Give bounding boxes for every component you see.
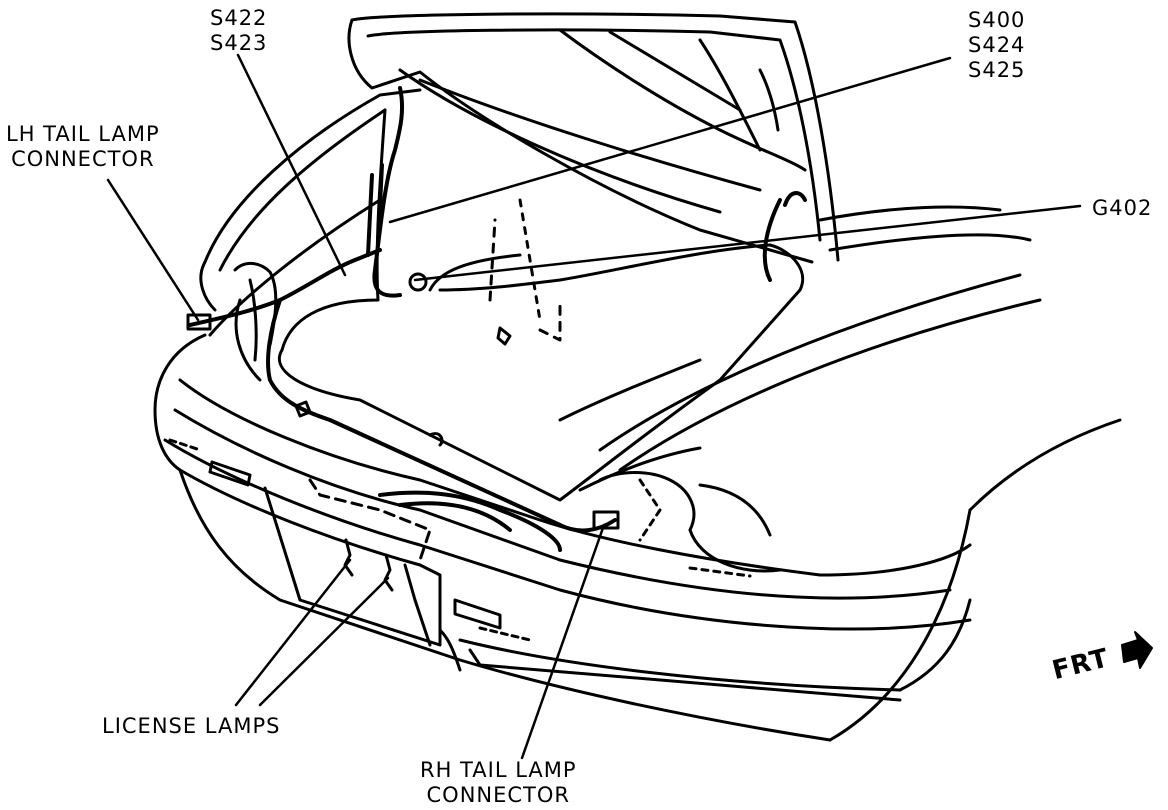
leader-lh-tail-lamp <box>106 178 200 322</box>
leader-g402 <box>413 204 1082 282</box>
label-rh-line2: CONNECTOR <box>426 783 571 807</box>
rh-quarter-panel <box>598 471 782 578</box>
label-s400-s424-s425: S400 S424 S425 <box>968 8 1025 83</box>
trunk-lid <box>347 12 840 264</box>
front-arrow-icon <box>1121 631 1153 669</box>
license-lamp-right-shape <box>383 553 394 592</box>
leader-s422-s423 <box>236 53 347 277</box>
label-s422-s423: S422 S423 <box>210 6 267 56</box>
leader-s400-s424-s425 <box>388 56 952 224</box>
label-lh-line1: LH TAIL LAMP <box>6 122 160 146</box>
leader-license-lamp-right <box>258 576 390 707</box>
label-s422: S422 <box>210 6 268 30</box>
rh-tail-lamp-connector-shape <box>592 510 620 530</box>
label-s400: S400 <box>968 8 1026 32</box>
harness-components <box>186 272 620 592</box>
trunk-opening <box>203 88 1042 502</box>
label-s423: S423 <box>210 31 268 55</box>
label-rh-tail-lamp-connector: RH TAIL LAMP CONNECTOR <box>420 758 577 808</box>
leader-license-lamp-left <box>234 558 352 707</box>
label-lh-tail-lamp-connector: LH TAIL LAMP CONNECTOR <box>6 122 160 172</box>
label-license-lamps: LICENSE LAMPS <box>102 714 281 738</box>
rear-bumper <box>153 333 1122 742</box>
license-lamp-left-shape <box>343 538 354 577</box>
leader-rh-tail-lamp <box>520 523 606 760</box>
leader-lines <box>106 53 1082 760</box>
label-rh-line1: RH TAIL LAMP <box>420 758 577 782</box>
label-s424: S424 <box>968 33 1026 57</box>
label-s425: S425 <box>968 58 1026 82</box>
lh-quarter-panel <box>199 260 278 382</box>
g402-ground-shape <box>408 272 428 292</box>
label-lh-line2: CONNECTOR <box>11 147 155 171</box>
lh-tail-lamp-connector-shape <box>186 313 212 331</box>
wiring-harness <box>188 86 807 552</box>
label-g402: G402 <box>1092 196 1153 220</box>
